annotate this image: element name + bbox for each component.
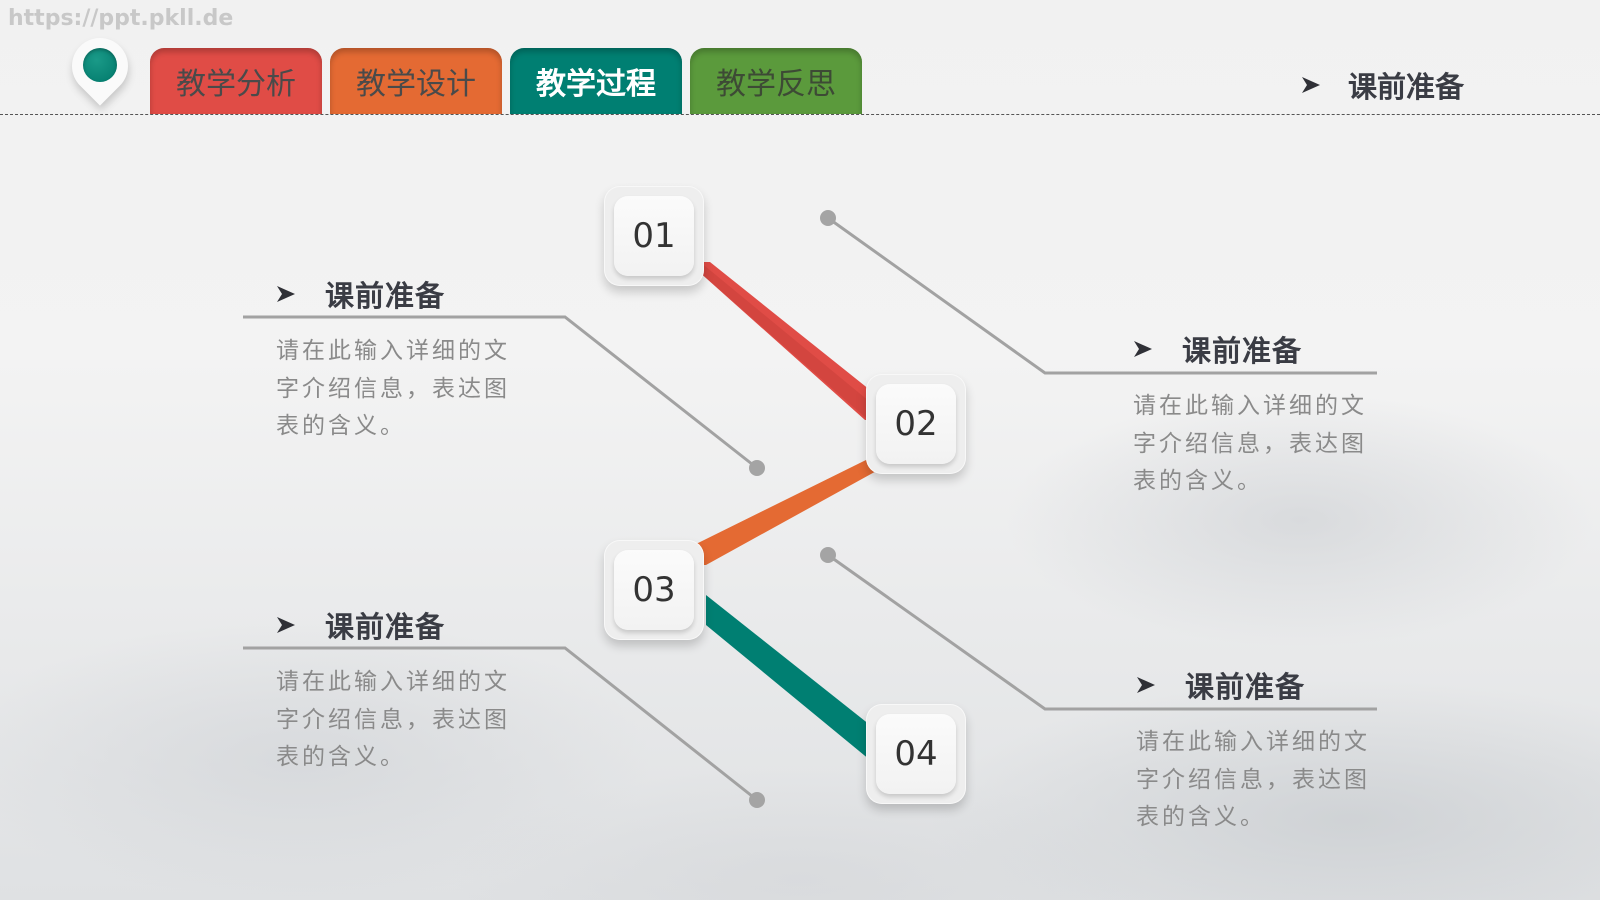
- location-pin-dot: [83, 48, 117, 82]
- leader-line-right-top: [827, 216, 1377, 375]
- step-number: 01: [614, 196, 694, 276]
- info-line: 请在此输入详细的文: [1133, 393, 1367, 419]
- connector-band-02-03: [694, 458, 900, 565]
- info-block-left-bottom: 课前准备 请在此输入详细的文 字介绍信息，表达图 表的含义。: [243, 605, 565, 777]
- connector-band-01-02-shade: [688, 262, 870, 418]
- info-line: 表的含义。: [276, 744, 406, 770]
- arrow-right-icon: [1134, 341, 1152, 357]
- info-line: 表的含义。: [276, 413, 406, 439]
- tab-teaching-reflection[interactable]: 教学反思: [690, 48, 862, 114]
- leader-line-left-bottom: [243, 646, 758, 802]
- info-line: 表的含义。: [1133, 468, 1263, 494]
- leader-dot-right-bottom: [820, 547, 836, 563]
- info-title: 课前准备: [1185, 670, 1306, 704]
- info-description: 请在此输入详细的文 字介绍信息，表达图 表的含义。: [1100, 388, 1400, 501]
- leader-dot-left-top: [749, 460, 765, 476]
- info-title: 课前准备: [325, 610, 446, 644]
- step-box-03: 03: [604, 540, 704, 640]
- info-block-left-top: 课前准备 请在此输入详细的文 字介绍信息，表达图 表的含义。: [243, 274, 565, 446]
- info-line: 字介绍信息，表达图: [276, 375, 510, 402]
- info-description: 请在此输入详细的文 字介绍信息，表达图 表的含义。: [243, 664, 543, 777]
- leader-line-left-top: [243, 315, 758, 470]
- info-line: 字介绍信息，表达图: [1136, 766, 1370, 793]
- tab-teaching-analysis[interactable]: 教学分析: [150, 48, 322, 114]
- header-divider: [0, 114, 1600, 115]
- info-line: 字介绍信息，表达图: [276, 706, 510, 733]
- tab-teaching-process[interactable]: 教学过程: [510, 48, 682, 114]
- tab-teaching-design[interactable]: 教学设计: [330, 48, 502, 114]
- connector-band-03-04: [706, 595, 870, 760]
- step-box-01: 01: [604, 186, 704, 286]
- arrow-right-icon: [1302, 77, 1320, 93]
- arrow-right-icon: [277, 286, 295, 302]
- current-section-label: 课前准备: [1348, 70, 1465, 104]
- info-title: 课前准备: [325, 279, 446, 313]
- step-number: 04: [876, 714, 956, 794]
- info-block-right-top: 课前准备 请在此输入详细的文 字介绍信息，表达图 表的含义。: [1100, 329, 1380, 501]
- info-line: 请在此输入详细的文: [276, 338, 510, 364]
- step-number: 03: [614, 550, 694, 630]
- info-title: 课前准备: [1182, 334, 1303, 368]
- info-line: 表的含义。: [1136, 804, 1266, 830]
- watermark-url: https://ppt.pkll.de: [8, 6, 234, 31]
- info-description: 请在此输入详细的文 字介绍信息，表达图 表的含义。: [243, 333, 543, 446]
- leader-line-right-bottom: [827, 553, 1377, 711]
- info-line: 请在此输入详细的文: [276, 669, 510, 695]
- info-line: 字介绍信息，表达图: [1133, 430, 1367, 457]
- arrow-right-icon: [277, 617, 295, 633]
- step-box-04: 04: [866, 704, 966, 804]
- info-block-right-bottom: 课前准备 请在此输入详细的文 字介绍信息，表达图 表的含义。: [1103, 665, 1383, 837]
- step-box-02: 02: [866, 374, 966, 474]
- current-section-indicator: 课前准备: [1300, 64, 1464, 106]
- info-description: 请在此输入详细的文 字介绍信息，表达图 表的含义。: [1103, 724, 1403, 837]
- section-tabs: 教学分析 教学设计 教学过程 教学反思: [150, 48, 862, 114]
- leader-dot-right-top: [820, 210, 836, 226]
- info-line: 请在此输入详细的文: [1136, 729, 1370, 755]
- leader-dot-left-bottom: [749, 792, 765, 808]
- arrow-right-icon: [1137, 677, 1155, 693]
- step-number: 02: [876, 384, 956, 464]
